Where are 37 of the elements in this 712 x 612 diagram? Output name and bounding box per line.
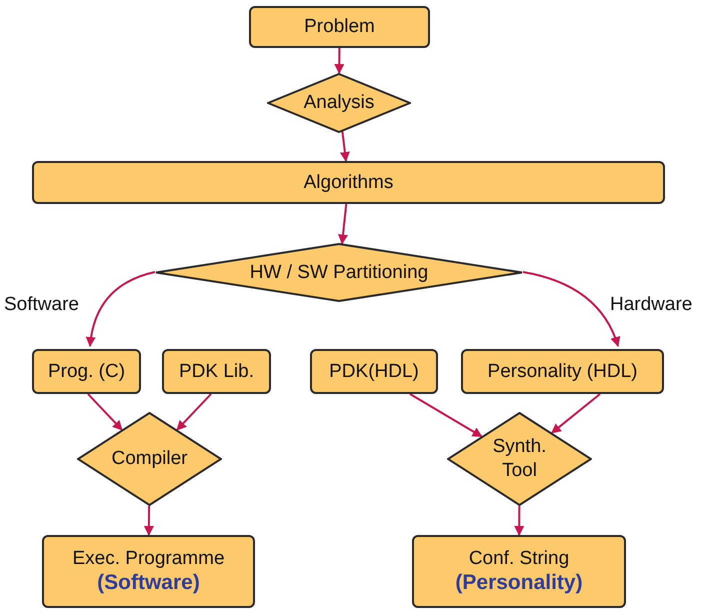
decision-diamond (77, 412, 222, 506)
arrow (86, 271, 156, 347)
arrow (144, 506, 154, 536)
node-sublabel: (Software) (97, 570, 200, 596)
arrow (522, 271, 620, 347)
arrow (551, 393, 601, 434)
arrow (340, 131, 350, 162)
process-box (42, 535, 255, 608)
arrow (176, 393, 212, 431)
node-label: Compiler (110, 447, 189, 471)
arrow (514, 506, 524, 536)
arrow (87, 393, 123, 431)
process-box (162, 349, 271, 394)
node-label: Algorithms (304, 170, 394, 194)
decision-diamond (447, 412, 592, 506)
process-box (32, 349, 141, 394)
process-box (461, 349, 664, 394)
process-box (412, 535, 626, 608)
decision-diamond (155, 243, 523, 302)
arrow (409, 393, 483, 438)
decision-diamond (267, 73, 411, 133)
node-label: Analysis (302, 91, 376, 115)
arrow (338, 204, 348, 244)
node-label: Personality (HDL) (488, 360, 638, 384)
arrow (334, 48, 344, 74)
node-label: Exec. Programme (72, 546, 225, 570)
node-label: PDK Lib. (179, 360, 254, 384)
node-label: Prog. (C) (48, 360, 126, 384)
node-label: Problem (304, 15, 375, 39)
process-box (310, 349, 438, 394)
process-box (32, 161, 665, 204)
node-label: Conf. String (468, 546, 570, 570)
node-label: Synth. Tool (492, 435, 548, 483)
node-label: PDK(HDL) (329, 360, 419, 384)
process-box (249, 6, 430, 48)
node-sublabel: (Personality) (455, 570, 583, 596)
node-label: HW / SW Partitioning (248, 260, 430, 284)
